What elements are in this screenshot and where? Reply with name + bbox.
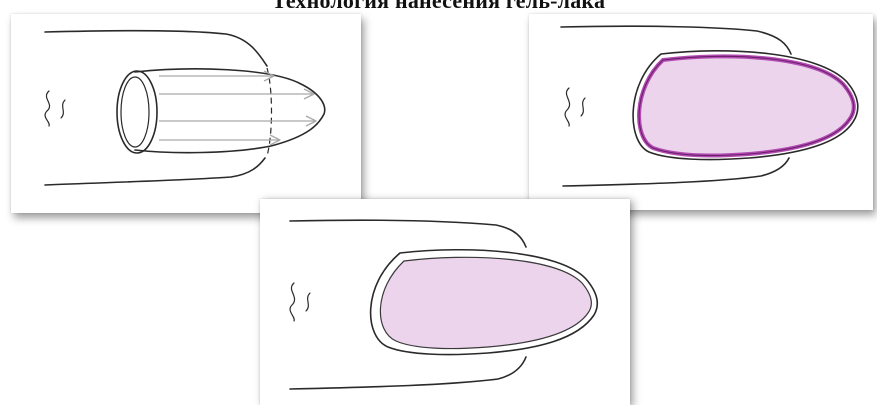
step-2-panel [529,14,873,210]
gel-layer [380,257,591,348]
nail-gel-coated-illustration [260,199,630,405]
step-3-panel [260,199,630,405]
nail-gel-coated-with-sealed-edge-illustration [529,14,873,210]
nail-brush-strokes-illustration [11,14,361,213]
brush-direction-arrows [159,71,316,145]
page-title: Технология нанесения гель-лака [0,0,877,14]
gel-layer [639,56,854,155]
step-1-panel [11,14,361,213]
